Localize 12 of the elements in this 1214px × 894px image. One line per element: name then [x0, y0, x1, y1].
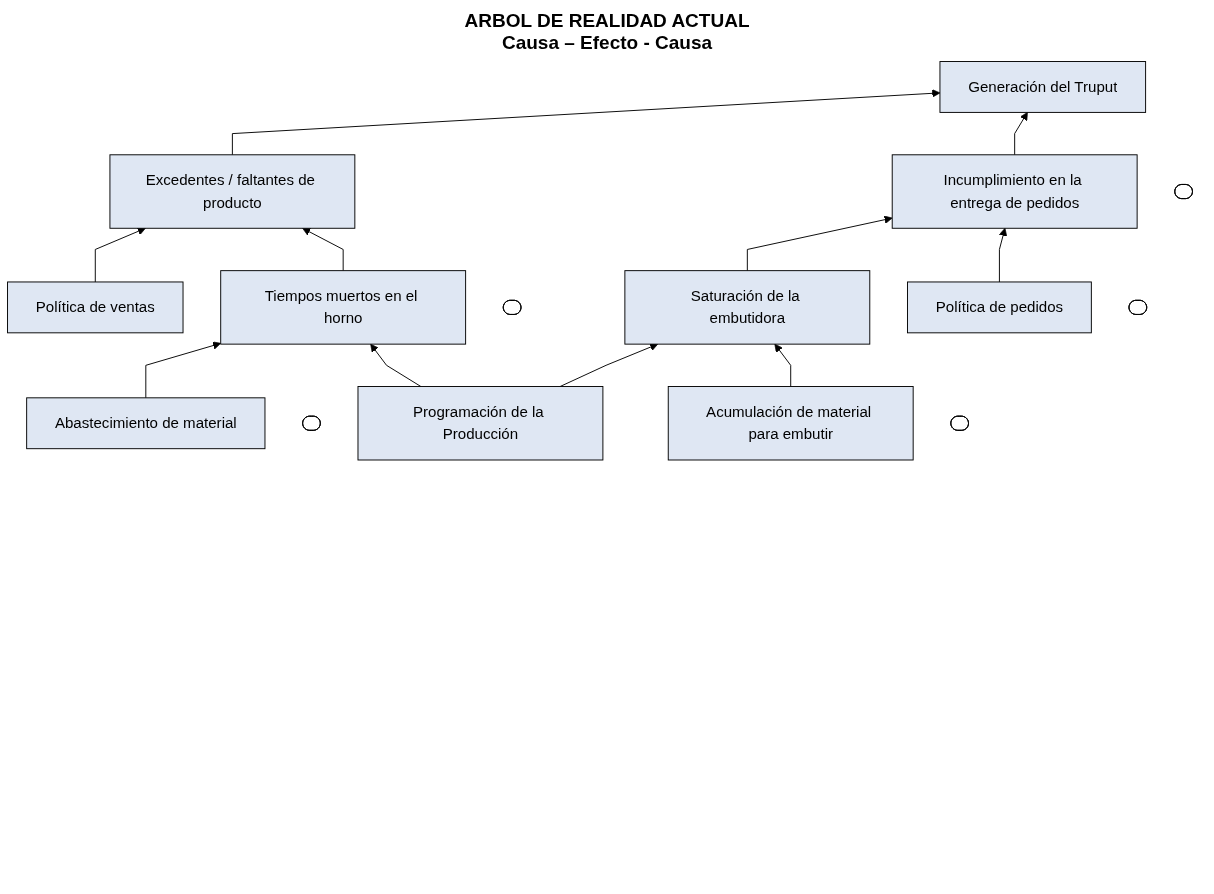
node-box: Tiempos muertos en el horno [220, 270, 467, 345]
node-box: Abastecimiento de material [26, 397, 266, 450]
diagram-title: ARBOL DE REALIDAD ACTUAL [464, 10, 750, 32]
node-box: Acumulación de material para embutir [667, 386, 914, 461]
node-box: Incumplimiento en la entrega de pedidos [891, 154, 1138, 229]
node-box: Política de ventas [7, 281, 184, 334]
node-box: Saturación de la embutidora [624, 270, 871, 345]
node-box: Generación del Truput [939, 61, 1147, 113]
diagram-subtitle: Causa – Efecto - Causa [501, 32, 713, 54]
node-box: Programación de la Producción [357, 386, 604, 461]
node-box: Política de pedidos [907, 281, 1092, 334]
node-box: Excedentes / faltantes de producto [109, 154, 356, 229]
